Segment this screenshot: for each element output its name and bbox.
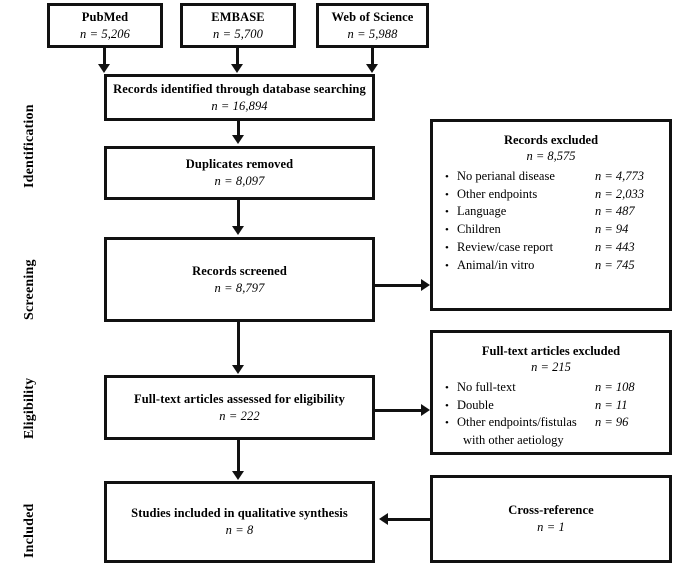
- source-title: Web of Science: [331, 9, 414, 24]
- stage-label-identification: Identification: [22, 104, 37, 188]
- arrowhead-included: [232, 471, 244, 480]
- list-item: • No perianal disease n = 4,773: [445, 168, 657, 186]
- source-box-pubmed[interactable]: PubMed n = 5,206: [47, 3, 163, 48]
- list-item: • Review/case report n = 443: [445, 239, 657, 257]
- arrowhead-fulltext: [232, 365, 244, 374]
- bullet-icon: •: [445, 259, 449, 272]
- arrowhead-screened: [232, 226, 244, 235]
- bullet-icon: •: [445, 170, 449, 183]
- arrowhead-embase: [231, 64, 243, 73]
- bullet-icon: •: [445, 399, 449, 412]
- reason-count: n = 4,773: [595, 168, 645, 183]
- panel-fulltext-excluded: Full-text articles excluded n = 215 • No…: [430, 330, 672, 455]
- flow-box-studies-included[interactable]: Studies included in qualitative synthesi…: [104, 481, 375, 563]
- arrowhead-records-excluded: [421, 279, 430, 291]
- reason-count: n = 11: [595, 397, 628, 412]
- panel-title: Records excluded: [503, 133, 599, 147]
- flow-box-count: n = 8,097: [214, 174, 265, 188]
- reason-count: n = 94: [595, 222, 629, 236]
- list-item: • Children n = 94: [445, 221, 657, 239]
- source-title: EMBASE: [211, 9, 265, 24]
- reason-label: Review/case report: [457, 239, 554, 254]
- bullet-icon: •: [445, 241, 449, 254]
- connector-pubmed-down: [103, 48, 106, 66]
- list-item: • No full-text n = 108: [445, 379, 657, 397]
- reason-label: No full-text: [457, 379, 516, 394]
- list-item: • Other endpoints/fistulas n = 96: [445, 414, 657, 432]
- flow-box-title: Full-text articles assessed for eligibil…: [134, 391, 345, 406]
- connector-identified-to-duplicates: [237, 121, 240, 137]
- panel-count: n = 215: [531, 360, 571, 375]
- reason-label-continuation: with other aetiology: [463, 433, 564, 447]
- flow-box-cross-reference[interactable]: Cross-reference n = 1: [430, 475, 672, 563]
- flow-box-duplicates-removed[interactable]: Duplicates removed n = 8,097: [104, 146, 375, 200]
- connector-duplicates-to-screened: [237, 200, 240, 227]
- list-item: • Animal/in vitro n = 745: [445, 257, 657, 275]
- fulltext-reason-list: • No full-text n = 108 • Double n = 11 •…: [445, 379, 657, 450]
- reason-label: Other endpoints: [457, 186, 538, 201]
- reason-label: Children: [457, 222, 501, 236]
- flow-box-title: Studies included in qualitative synthesi…: [131, 506, 348, 521]
- stage-label-eligibility: Eligibility: [22, 377, 37, 439]
- list-item: • Other endpoints n = 2,033: [445, 186, 657, 204]
- source-count: n = 5,206: [80, 26, 130, 41]
- reason-count: n = 487: [595, 204, 635, 219]
- arrowhead-fulltext-excluded: [421, 404, 430, 416]
- bullet-icon: •: [445, 417, 449, 430]
- arrowhead-duplicates: [232, 135, 244, 144]
- flow-box-title: Duplicates removed: [185, 157, 294, 172]
- source-box-embase[interactable]: EMBASE n = 5,700: [180, 3, 296, 48]
- flow-box-title: Records screened: [192, 263, 287, 278]
- flow-box-count: n = 222: [219, 408, 260, 423]
- list-item: • Double n = 11: [445, 397, 657, 415]
- stage-label-included: Included: [22, 503, 37, 558]
- reason-count: n = 443: [595, 239, 635, 254]
- flow-box-fulltext-assessed[interactable]: Full-text articles assessed for eligibil…: [104, 375, 375, 440]
- reason-count: n = 96: [595, 415, 629, 430]
- bullet-icon: •: [445, 188, 449, 201]
- source-title: PubMed: [81, 9, 129, 24]
- source-count: n = 5,700: [213, 26, 263, 41]
- connector-embase-down: [236, 48, 239, 66]
- connector-fulltext-to-included: [237, 440, 240, 472]
- reason-count: n = 108: [595, 379, 635, 394]
- connector-wos-down: [371, 48, 374, 66]
- bullet-icon: •: [445, 206, 449, 219]
- reason-label: Language: [457, 204, 507, 219]
- flow-box-records-identified[interactable]: Records identified through database sear…: [104, 74, 375, 121]
- stage-label-screening: Screening: [22, 259, 37, 320]
- flow-box-count: n = 8,797: [214, 280, 265, 295]
- connector-screened-to-fulltext: [237, 322, 240, 366]
- reason-count: n = 745: [595, 257, 635, 272]
- reason-label: Animal/in vitro: [457, 257, 535, 272]
- reason-label: No perianal disease: [457, 168, 555, 183]
- panel-records-excluded: Records excluded n = 8,575 • No perianal…: [430, 119, 672, 311]
- arrowhead-pubmed: [98, 64, 110, 73]
- arrowhead-wos: [366, 64, 378, 73]
- source-count: n = 5,988: [347, 26, 398, 41]
- reason-label: Double: [457, 397, 494, 412]
- arrowhead-crossref: [379, 513, 388, 525]
- connector-fulltext-to-excluded: [375, 409, 423, 412]
- flow-box-count: n = 16,894: [211, 98, 268, 113]
- flow-box-title: Records identified through database sear…: [113, 81, 366, 96]
- excluded-reason-list: • No perianal disease n = 4,773 • Other …: [445, 168, 657, 275]
- flow-box-records-screened[interactable]: Records screened n = 8,797: [104, 237, 375, 322]
- bullet-icon: •: [445, 224, 449, 236]
- source-box-web-of-science[interactable]: Web of Science n = 5,988: [316, 3, 429, 48]
- panel-title: Full-text articles excluded: [481, 344, 621, 358]
- flow-box-count: n = 1: [537, 520, 565, 534]
- list-item-continuation: • with other aetiology: [445, 432, 657, 450]
- reason-count: n = 2,033: [595, 186, 645, 201]
- bullet-icon: •: [445, 381, 449, 394]
- reason-label: Other endpoints/fistulas: [457, 415, 577, 430]
- flow-box-count: n = 8: [225, 523, 254, 537]
- list-item: • Language n = 487: [445, 203, 657, 221]
- connector-crossref-to-included: [388, 518, 430, 521]
- panel-count: n = 8,575: [526, 149, 576, 164]
- connector-screened-to-excluded: [375, 284, 423, 287]
- flow-box-title: Cross-reference: [508, 503, 594, 518]
